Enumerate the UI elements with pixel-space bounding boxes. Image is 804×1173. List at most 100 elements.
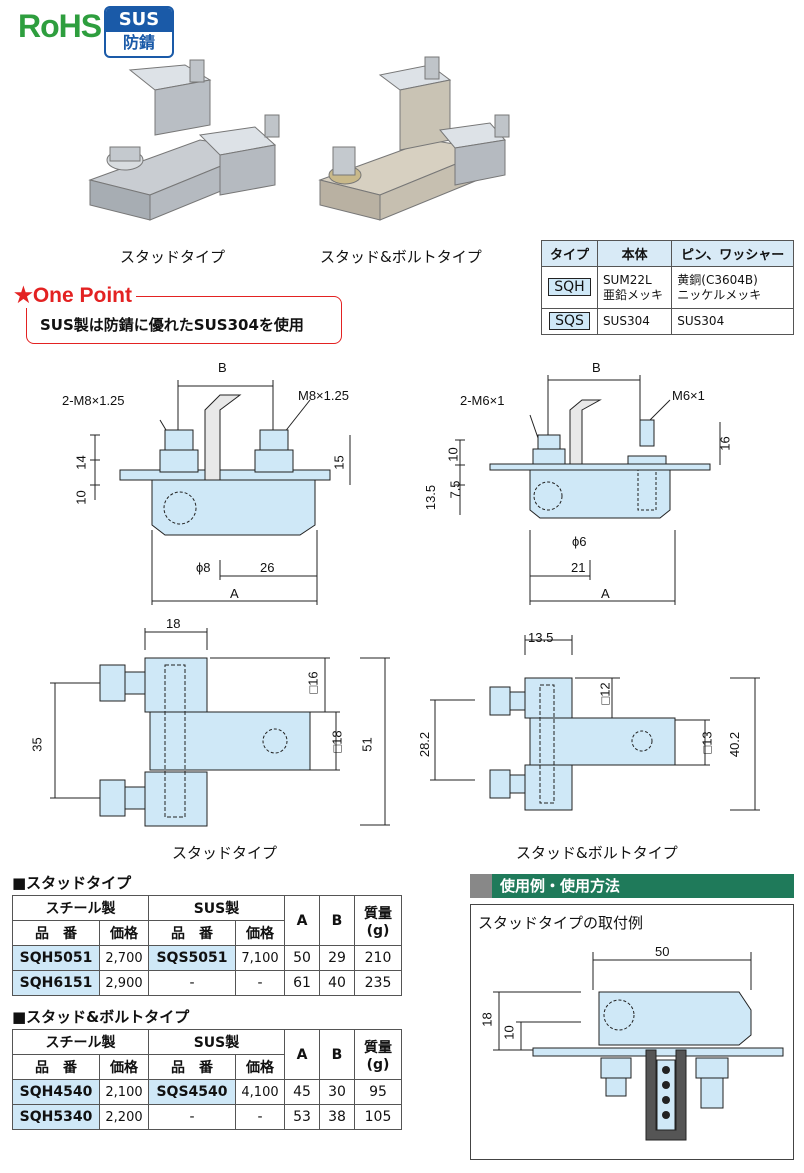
bolt-top-dim-sq12: □12 <box>597 682 613 705</box>
material-type-sqs: SQS <box>549 312 590 330</box>
usage-drawing <box>493 952 784 1141</box>
bolt-front-drawing <box>455 375 721 605</box>
usage-title-marker <box>470 874 492 898</box>
stud-group-steel: スチール製 <box>12 895 149 921</box>
table-row: SQH6151 2,900 - - 61 40 235 <box>12 970 402 996</box>
bolt-front-dim-21: 21 <box>571 560 586 575</box>
steel-price: 2,700 <box>99 945 149 971</box>
dim-a: 50 <box>284 945 320 971</box>
steel-price: 2,900 <box>99 970 149 996</box>
material-body-sqs: SUS304 <box>596 308 673 335</box>
one-point-text: SUS製は防錆に優れたSUS304を使用 <box>40 316 304 334</box>
stud-col-steel-price: 価格 <box>99 920 149 946</box>
stud-front-thread-left: 2-M8×1.25 <box>62 393 125 408</box>
stud-front-dim-15: 15 <box>331 455 347 470</box>
steel-code: SQH5340 <box>12 1104 100 1130</box>
bolt-top-dim-28-2: 28.2 <box>417 731 433 758</box>
stud-front-drawing <box>90 380 351 605</box>
stud-table-title: ■スタッドタイプ <box>12 874 132 892</box>
usage-box <box>470 904 794 1160</box>
usage-subtitle: スタッドタイプの取付例 <box>478 914 644 932</box>
material-header-body: 本体 <box>596 240 673 267</box>
stud-top-dim-35: 35 <box>29 737 45 752</box>
stud-front-dim-26: 26 <box>260 560 275 575</box>
stud-col-sus-price: 価格 <box>235 920 285 946</box>
stud-type-photo <box>88 59 280 221</box>
dim-b: 29 <box>319 945 355 971</box>
bolt-col-mass: 質量(g) <box>354 1029 402 1080</box>
bolt-top-dim-13-5: 13.5 <box>528 630 554 645</box>
sus-badge-bottom: 防錆 <box>122 33 155 52</box>
bolt-front-dim-13-5: 13.5 <box>423 484 439 511</box>
stud-group-sus: SUS製 <box>148 895 285 921</box>
sus-price: 4,100 <box>235 1079 285 1105</box>
bolt-group-steel: スチール製 <box>12 1029 149 1055</box>
stud-front-dim-b: B <box>218 360 227 375</box>
bolt-group-sus: SUS製 <box>148 1029 285 1055</box>
bolt-col-sus-code: 品 番 <box>148 1054 236 1080</box>
dim-b: 40 <box>319 970 355 996</box>
stud-top-dim-51: 51 <box>359 737 375 752</box>
bolt-col-mass-unit: (g) <box>366 1056 390 1073</box>
dim-b: 30 <box>319 1079 355 1105</box>
bolt-col-steel-code: 品 番 <box>12 1054 100 1080</box>
bolt-top-dim-40-2: 40.2 <box>727 731 743 758</box>
table-row: SQH5051 2,700 SQS5051 7,100 50 29 210 <box>12 945 402 971</box>
mass: 210 <box>354 945 402 971</box>
table-row: SQH4540 2,100 SQS4540 4,100 45 30 95 <box>12 1079 402 1105</box>
stud-front-dim-a: A <box>230 586 239 601</box>
sus-price: 7,100 <box>235 945 285 971</box>
material-body-sqh: SUM22L 亜鉛メッキ <box>596 266 673 309</box>
bolt-col-steel-price: 価格 <box>99 1054 149 1080</box>
mass: 105 <box>354 1104 402 1130</box>
photo-label-stud: スタッドタイプ <box>120 248 226 266</box>
bolt-front-dim-b: B <box>592 360 601 375</box>
stud-top-caption: スタッドタイプ <box>172 844 278 862</box>
bolt-front-dim-16: 16 <box>717 436 733 451</box>
stud-front-thread-right: M8×1.25 <box>298 388 349 403</box>
one-point-box <box>26 296 342 344</box>
bolt-table-title: ■スタッド&ボルトタイプ <box>12 1008 190 1026</box>
mass: 95 <box>354 1079 402 1105</box>
bolt-col-sus-price: 価格 <box>235 1054 285 1080</box>
bolt-front-dim-7-5: 7.5 <box>447 480 463 499</box>
sus-price: - <box>235 970 285 996</box>
material-type-sqh: SQH <box>548 278 591 296</box>
sus-code: SQS4540 <box>148 1079 236 1105</box>
sus-badge-top: SUS <box>106 8 172 32</box>
bolt-col-a: A <box>284 1029 320 1080</box>
sus-code: SQS5051 <box>148 945 236 971</box>
dim-b: 38 <box>319 1104 355 1130</box>
dim-a: 45 <box>284 1079 320 1105</box>
bolt-front-dim-phi6: ϕ6 <box>572 534 587 549</box>
material-pin-sqh: 黄銅(C3604B) ニッケルメッキ <box>671 266 794 309</box>
material-header-pin: ピン、ワッシャー <box>671 240 794 267</box>
bolt-spec-table: スチール製 SUS製 A B 質量(g) 品 番 価格 品 番 価格 SQH45… <box>12 1029 402 1130</box>
material-body-sqh-line2: 亜鉛メッキ <box>602 287 663 302</box>
bolt-front-thread-left: 2-M6×1 <box>460 393 505 408</box>
stud-spec-table: スチール製 SUS製 A B 質量(g) 品 番 価格 品 番 価格 SQH50… <box>12 895 402 996</box>
usage-title-bar: 使用例・使用方法 <box>470 874 794 898</box>
dim-a: 61 <box>284 970 320 996</box>
bolt-front-dim-a: A <box>601 586 610 601</box>
dim-a: 53 <box>284 1104 320 1130</box>
steel-code: SQH5051 <box>12 945 100 971</box>
material-pin-sqh-line1: 黄銅(C3604B) <box>677 272 758 287</box>
mass: 235 <box>354 970 402 996</box>
steel-code: SQH6151 <box>12 970 100 996</box>
bolt-front-thread-right: M6×1 <box>672 388 705 403</box>
stud-top-dim-18: 18 <box>166 616 181 631</box>
material-body-sqh-line1: SUM22L <box>602 272 652 287</box>
sus-code: - <box>148 1104 236 1130</box>
bolt-top-drawing <box>430 635 760 811</box>
material-pin-sqh-line2: ニッケルメッキ <box>677 287 762 302</box>
sus-rust-proof-badge: SUS 防錆 <box>104 6 174 58</box>
stud-front-dim-14: 14 <box>73 455 89 470</box>
one-point-title: ★One Point <box>14 283 136 308</box>
stud-front-dim-phi8: ϕ8 <box>196 560 211 575</box>
usage-dim-10: 10 <box>501 1025 517 1040</box>
stud-top-dim-sq16: □16 <box>305 671 321 694</box>
product-photos <box>88 56 510 221</box>
steel-price: 2,200 <box>99 1104 149 1130</box>
material-header-type: タイプ <box>541 240 598 267</box>
